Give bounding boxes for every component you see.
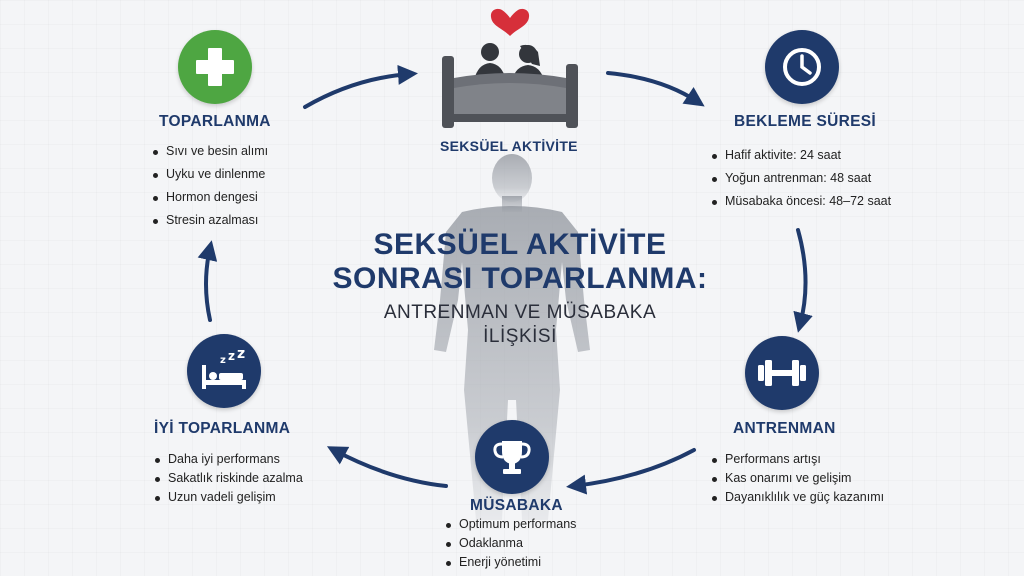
toparlanma-list: Sıvı ve besin alımı Uyku ve dinlenme Hor… — [152, 140, 268, 232]
couple-bed-heart-icon — [442, 8, 578, 128]
list-item: Hafif aktivite: 24 saat — [711, 144, 891, 167]
list-item: Müsabaka öncesi: 48–72 saat — [711, 190, 891, 213]
arrow-bekleme-to-antrenman — [793, 228, 813, 333]
bekleme-suresi-title: BEKLEME SÜRESİ — [734, 113, 876, 130]
bekleme-suresi-badge — [765, 30, 839, 104]
musabaka-title: MÜSABAKA — [470, 497, 563, 514]
arrow-iyi-to-toparlanma — [197, 240, 218, 322]
center-subtitle-line-2: İLİŞKİSİ — [483, 326, 557, 347]
svg-text:z: z — [220, 355, 226, 366]
iyi-toparlanma-badge: z z z — [187, 334, 261, 408]
center-title-line-2: SONRASI TOPARLANMA: — [332, 262, 708, 295]
list-item: Odaklanma — [445, 534, 576, 553]
toparlanma-title: TOPARLANMA — [159, 113, 271, 130]
trophy-icon — [493, 441, 531, 474]
antrenman-badge — [745, 336, 819, 410]
arrow-seksuel-to-bekleme — [606, 71, 705, 107]
toparlanma-badge — [178, 30, 252, 104]
list-item: Sakatlık riskinde azalma — [154, 469, 303, 488]
center-subtitle-line-1: ANTRENMAN VE MÜSABAKA — [383, 302, 657, 323]
medical-cross-icon — [196, 48, 234, 86]
dumbbell-icon — [758, 360, 806, 386]
list-item: Performans artışı — [711, 450, 884, 469]
svg-text:z: z — [228, 349, 235, 363]
sleep-bed-icon: z z z — [202, 349, 246, 389]
musabaka-badge — [475, 420, 549, 494]
seksuel-aktivite-title: SEKSÜEL AKTİVİTE — [440, 138, 578, 154]
arrow-antrenman-to-musabaka — [566, 448, 696, 495]
list-item: Uzun vadeli gelişim — [154, 488, 303, 507]
list-item: Dayanıklılık ve güç kazanımı — [711, 488, 884, 507]
clock-icon — [783, 48, 821, 86]
arrow-toparlanma-to-seksuel — [303, 64, 418, 109]
antrenman-list: Performans artışı Kas onarımı ve gelişim… — [711, 450, 884, 507]
musabaka-list: Optimum performans Odaklanma Enerji yöne… — [445, 515, 576, 572]
antrenman-title: ANTRENMAN — [733, 420, 836, 437]
list-item: Enerji yönetimi — [445, 553, 576, 572]
bekleme-suresi-list: Hafif aktivite: 24 saat Yoğun antrenman:… — [711, 144, 891, 213]
center-title-line-1: SEKSÜEL AKTİVİTE — [373, 228, 667, 261]
list-item: Optimum performans — [445, 515, 576, 534]
list-item: Stresin azalması — [152, 209, 268, 232]
svg-text:z: z — [237, 349, 245, 362]
list-item: Daha iyi performans — [154, 450, 303, 469]
list-item: Kas onarımı ve gelişim — [711, 469, 884, 488]
list-item: Hormon dengesi — [152, 186, 268, 209]
list-item: Uyku ve dinlenme — [152, 163, 268, 186]
list-item: Yoğun antrenman: 48 saat — [711, 167, 891, 190]
iyi-toparlanma-title: İYİ TOPARLANMA — [154, 420, 291, 437]
iyi-toparlanma-list: Daha iyi performans Sakatlık riskinde az… — [154, 450, 303, 507]
list-item: Sıvı ve besin alımı — [152, 140, 268, 163]
arrow-musabaka-to-iyi — [326, 446, 448, 488]
